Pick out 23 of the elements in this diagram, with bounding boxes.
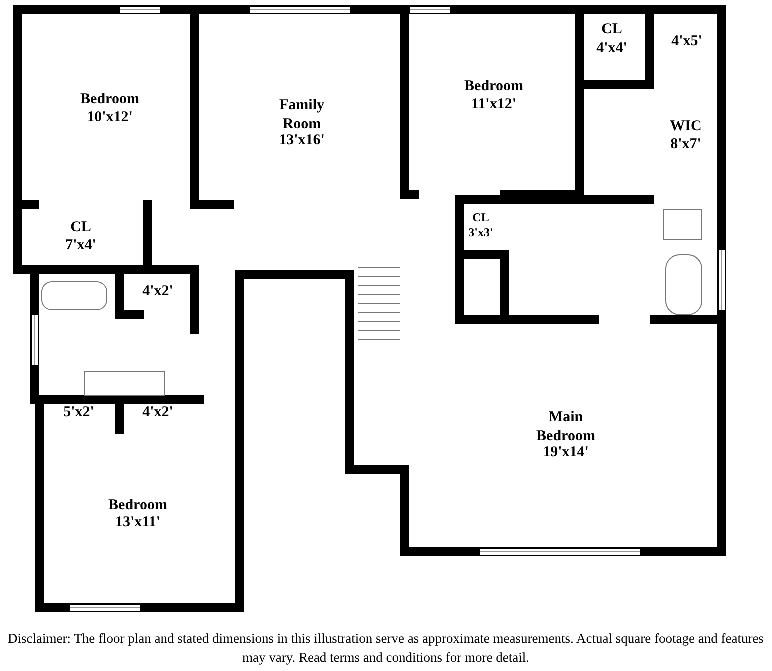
room-label: Bedroom <box>464 78 524 96</box>
room-label: 4'x5' <box>670 32 704 52</box>
room-label: 5'x2' <box>62 404 96 422</box>
room-label: 4'x2' <box>142 282 174 302</box>
room-label: 13'x11' <box>114 514 162 532</box>
room-label: 7'x4' <box>64 236 98 256</box>
room-label: 4'x4' <box>596 40 628 58</box>
disclaimer-caption: Disclaimer: The floor plan and stated dimensions in this illustration serve as approximate measurements. Actual square footage and features may vary. Read terms and conditions for more detail. <box>7 630 765 667</box>
room-label: CL <box>70 218 92 238</box>
room-label: 19'x14' <box>542 444 590 462</box>
room-label: 10'x12' <box>86 108 134 128</box>
room-label: CL <box>600 20 624 40</box>
room-label: WIC <box>669 118 703 136</box>
room-label: Family Room <box>278 96 326 134</box>
room-label: 3'x3' <box>468 226 494 240</box>
room-label: CL <box>472 210 490 226</box>
room-label: Bedroom <box>108 496 168 516</box>
room-label: 8'x7' <box>670 136 702 154</box>
room-label: Bedroom <box>80 90 140 110</box>
room-label: 13'x16' <box>278 132 326 150</box>
room-label: Main Bedroom <box>536 408 596 446</box>
room-label: 11'x12' <box>470 96 518 114</box>
room-label: 4'x2' <box>142 404 174 422</box>
